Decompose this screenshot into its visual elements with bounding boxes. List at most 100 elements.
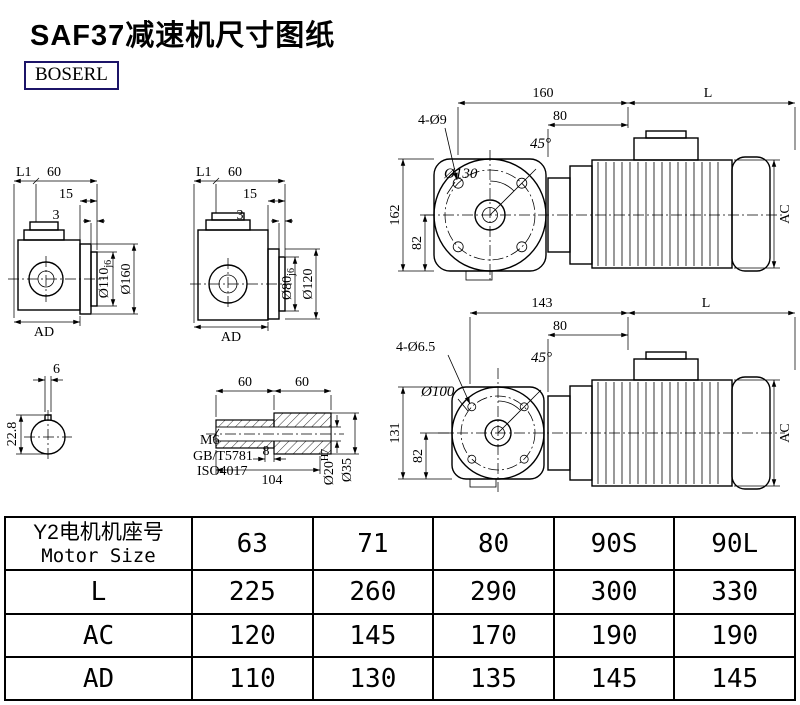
- dim-L1: L1: [196, 165, 212, 180]
- dim-80: 80: [553, 109, 567, 124]
- motor-size-header-cell: Y2电机机座号 Motor Size: [4, 516, 193, 571]
- cell-AD-63: 110: [191, 656, 314, 701]
- row-label-AC: AC: [4, 613, 193, 658]
- bolt-hole: [519, 402, 529, 412]
- dim-dia110j6: Ø110j6: [97, 260, 114, 298]
- brand-text: BOSERL: [35, 64, 108, 85]
- dim-bolt-holes: 4-Ø9: [418, 113, 447, 128]
- terminal-box: [633, 358, 699, 381]
- cell-AC-90S: 190: [552, 613, 676, 658]
- cell-AC-80: 170: [432, 613, 555, 658]
- header-en: Motor Size: [41, 544, 156, 567]
- dim-60: 60: [228, 165, 242, 180]
- view-side-small: L1 60 15 3 Ø110j6 Ø160 AD: [8, 165, 138, 340]
- dim-L: L: [704, 86, 713, 101]
- bolt-hole: [467, 402, 477, 412]
- dim-104: 104: [262, 473, 283, 488]
- dim-131: 131: [388, 423, 403, 444]
- table-row-L: L 225 260 290 300 330: [4, 569, 796, 615]
- cell-L-90L: 330: [673, 569, 796, 615]
- dim-60b: 60: [295, 375, 309, 390]
- size-column-71: 71: [311, 516, 435, 571]
- brand-logo: BOSERL: [24, 61, 119, 90]
- view-front-bottom: 143 L 80 45° 4-Ø6.5 Ø100 131 82 AC: [388, 296, 796, 492]
- bolt-hole: [467, 454, 477, 464]
- cell-AD-71: 130: [311, 656, 435, 701]
- dim-dia100: Ø100: [420, 384, 455, 400]
- dim-80: 80: [553, 319, 567, 334]
- dim-15: 15: [243, 187, 257, 202]
- dim-dia130: Ø130: [443, 166, 478, 182]
- dim-dia120: Ø120: [301, 268, 316, 299]
- label-thread: M6: [200, 433, 219, 448]
- foot: [469, 478, 497, 488]
- page-title: SAF37减速机尺寸图纸: [30, 20, 336, 52]
- fan-cowl: [731, 156, 771, 272]
- dim-dia80j6: Ø80j6: [280, 268, 297, 300]
- cell-AC-90L: 190: [673, 613, 796, 658]
- dim-60a: 60: [238, 375, 252, 390]
- bolt-hole: [519, 454, 529, 464]
- view-shaft-section: 6 22.8: [5, 362, 72, 462]
- dim-8: 8: [263, 444, 270, 459]
- bolt-hole: [452, 241, 464, 253]
- fan-cowl: [731, 376, 771, 490]
- size-column-90L: 90L: [673, 516, 796, 571]
- view-shaft-detail: 60 60 M6 GB/T5781 ISO4017 8 104 Ø20H7: [193, 375, 359, 488]
- dim-45deg: 45°: [530, 136, 551, 152]
- dim-143: 143: [532, 296, 553, 311]
- dim-AD: AD: [221, 330, 241, 345]
- cell-L-80: 290: [432, 569, 555, 615]
- dim-dia20H7: Ø20H7: [320, 449, 337, 485]
- view-side-large: L1 60 15 3 Ø80j6 Ø120 AD: [190, 165, 320, 345]
- table-row-AC: AC 120 145 170 190 190: [4, 613, 796, 658]
- dim-162: 162: [388, 205, 403, 226]
- dim-dia160: Ø160: [119, 263, 134, 294]
- dim-L1: L1: [16, 165, 32, 180]
- dim-15: 15: [59, 187, 73, 202]
- dim-160: 160: [533, 86, 554, 101]
- cell-L-63: 225: [191, 569, 314, 615]
- header-cn: Y2电机机座号: [33, 520, 164, 544]
- dim-82: 82: [411, 449, 426, 463]
- size-column-63: 63: [191, 516, 314, 571]
- size-column-90S: 90S: [552, 516, 676, 571]
- motor-fins: [597, 162, 719, 266]
- table-header-row: Y2电机机座号 Motor Size 63 71 80 90S 90L: [4, 516, 796, 571]
- cell-AC-63: 120: [191, 613, 314, 658]
- dim-45deg: 45°: [531, 350, 552, 366]
- dim-bolt-holes: 4-Ø6.5: [396, 340, 435, 355]
- label-standard-gb: GB/T5781: [193, 449, 253, 464]
- motor-fins: [597, 382, 719, 484]
- cell-L-90S: 300: [552, 569, 676, 615]
- cell-L-71: 260: [311, 569, 435, 615]
- dim-3: 3: [53, 208, 60, 223]
- dim-dia35: Ø35: [340, 458, 355, 482]
- cell-AC-71: 145: [311, 613, 435, 658]
- row-label-AD: AD: [4, 656, 193, 701]
- size-column-80: 80: [432, 516, 555, 571]
- table-row-AD: AD 110 130 135 145 145: [4, 656, 796, 701]
- dim-keyway-width: 6: [53, 362, 60, 377]
- dim-22-8: 22.8: [5, 422, 20, 447]
- terminal-box: [633, 137, 699, 161]
- dim-AC: AC: [778, 204, 793, 223]
- cell-AD-80: 135: [432, 656, 555, 701]
- technical-drawing: L1 60 15 3 Ø110j6 Ø160 AD: [5, 86, 796, 492]
- dim-3: 3: [237, 208, 244, 223]
- bolt-hole: [516, 177, 528, 189]
- dim-AD: AD: [34, 325, 54, 340]
- label-standard-iso: ISO4017: [197, 464, 248, 479]
- dim-82: 82: [410, 236, 425, 250]
- dim-AC: AC: [778, 423, 793, 442]
- row-label-L: L: [4, 569, 193, 615]
- dimension-table: Y2电机机座号 Motor Size 63 71 80 90S 90L L 22…: [4, 516, 796, 701]
- dim-60: 60: [47, 165, 61, 180]
- view-front-top: 160 L 80 45° 4-Ø9 Ø130 162 82 AC: [388, 86, 796, 282]
- foot: [465, 270, 493, 281]
- bolt-hole: [516, 241, 528, 253]
- cell-AD-90L: 145: [673, 656, 796, 701]
- dim-L: L: [702, 296, 711, 311]
- cell-AD-90S: 145: [552, 656, 676, 701]
